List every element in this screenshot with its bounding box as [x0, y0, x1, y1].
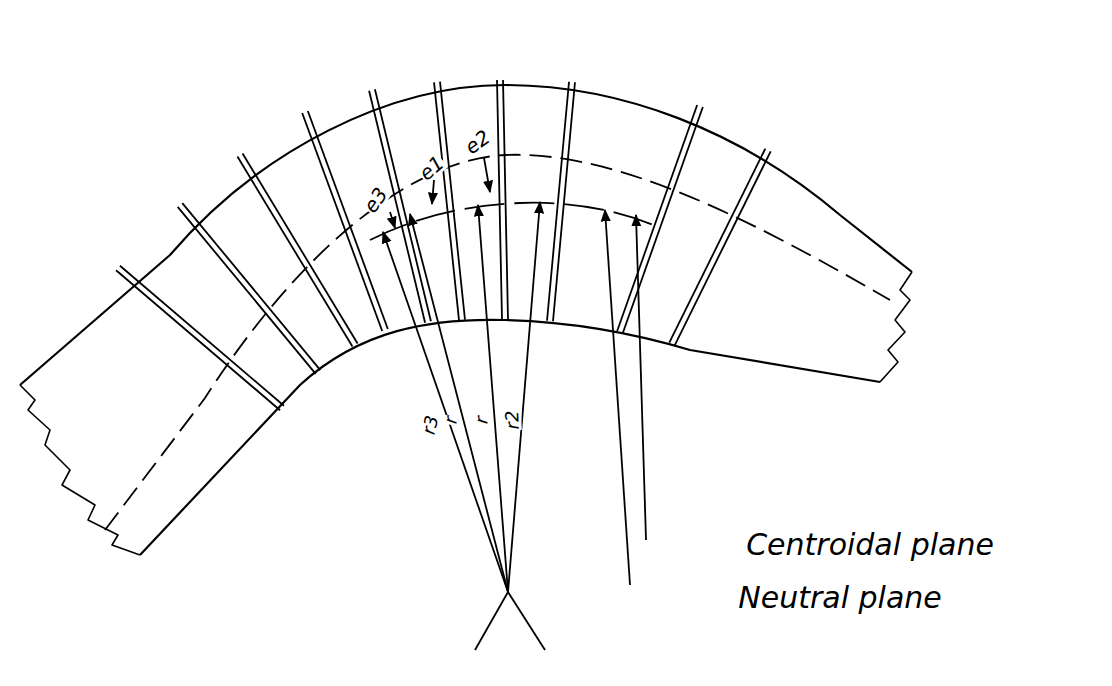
segment-joint: [434, 82, 459, 320]
leader-line: [432, 180, 434, 204]
segment-joint: [302, 113, 382, 331]
radius-line: [478, 205, 508, 592]
break-line: [880, 272, 912, 382]
segment-joint: [308, 111, 388, 329]
segment-joint: [497, 80, 502, 320]
radius-label: r2: [503, 409, 522, 430]
plane-label: Neutral plane: [737, 583, 943, 613]
radius-label: r3: [419, 413, 441, 437]
radius-label: r: [473, 415, 492, 426]
segment-joint: [120, 266, 284, 406]
dimension-label: e2: [461, 126, 495, 158]
segment-joint: [617, 105, 697, 331]
centroidal-plane-arc: [105, 155, 890, 530]
segment-joint: [669, 149, 765, 343]
radius-line: [475, 592, 508, 650]
segment-joint: [440, 82, 465, 320]
radius-label: r: [441, 414, 460, 426]
leader-line: [484, 158, 490, 192]
radius-line: [508, 202, 540, 592]
plane-label: Centroidal plane: [745, 530, 995, 560]
segment-joint: [675, 151, 771, 345]
neutral-plane-arc: [370, 203, 660, 240]
segment-joint: [553, 82, 575, 321]
leader-line: [390, 212, 395, 228]
radius-line: [383, 232, 508, 592]
segment-lines: [116, 80, 771, 410]
segment-joint: [243, 153, 358, 343]
leader-line: [605, 210, 630, 585]
segment-joint: [178, 207, 316, 374]
segment-joint: [182, 203, 320, 370]
segment-joint: [547, 82, 569, 321]
radius-line: [508, 592, 545, 650]
break-line: [20, 385, 140, 555]
leader-line: [636, 215, 646, 540]
segment-joint: [503, 80, 508, 320]
outer-edge: [20, 85, 912, 385]
dimension-label: e3: [360, 183, 392, 217]
inner-edge: [140, 320, 880, 555]
